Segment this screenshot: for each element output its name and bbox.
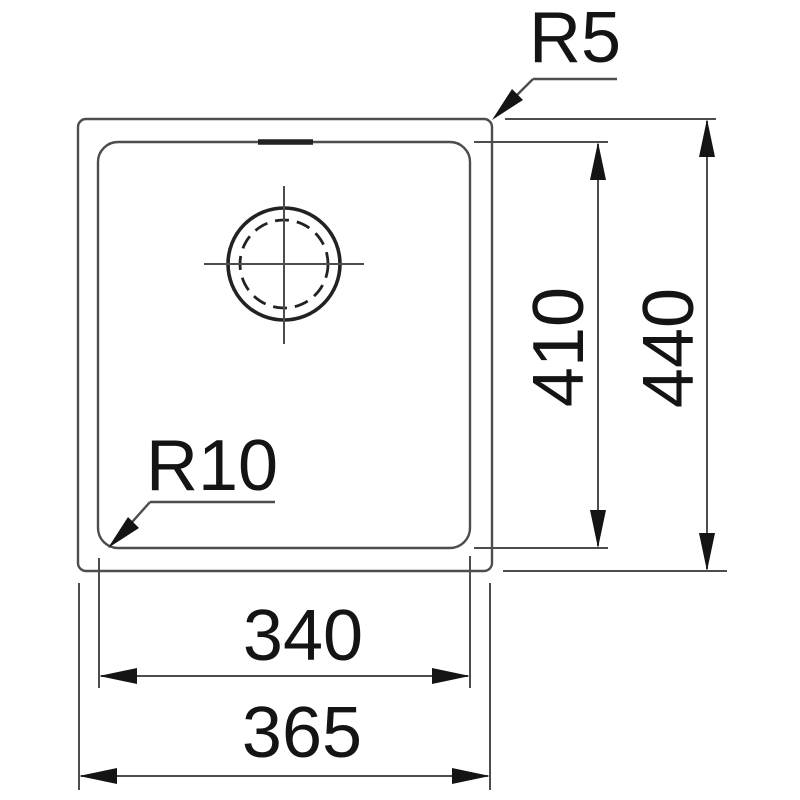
dimension-outer-width: 365 (78, 583, 491, 790)
label-bowl-height: 410 (519, 287, 599, 407)
arrow-right-340-icon (432, 668, 470, 684)
leader-r10-arrowhead-icon (108, 517, 139, 548)
sink-outer-outline (76, 117, 494, 573)
label-bowl-corner-radius: R10 (146, 426, 278, 506)
label-outer-width: 365 (242, 693, 362, 773)
leader-r10: R10 (108, 426, 278, 548)
label-bowl-width: 340 (243, 596, 363, 676)
arrow-down-440-icon (699, 533, 715, 571)
dimension-bowl-height: 410 (474, 141, 608, 549)
label-outer-corner-radius: R5 (529, 0, 621, 78)
arrow-left-340-icon (99, 668, 137, 684)
label-outer-height: 440 (629, 288, 709, 408)
leader-r5: R5 (492, 0, 621, 120)
arrow-right-365-icon (452, 768, 490, 784)
arrow-up-440-icon (699, 119, 715, 157)
dimension-bowl-width: 340 (98, 556, 471, 688)
dimension-outer-height: 440 (503, 118, 727, 572)
arrow-down-410-icon (590, 510, 606, 548)
arrow-left-365-icon (79, 768, 117, 784)
arrow-up-410-icon (590, 142, 606, 180)
leader-r5-arrowhead-icon (492, 89, 523, 120)
